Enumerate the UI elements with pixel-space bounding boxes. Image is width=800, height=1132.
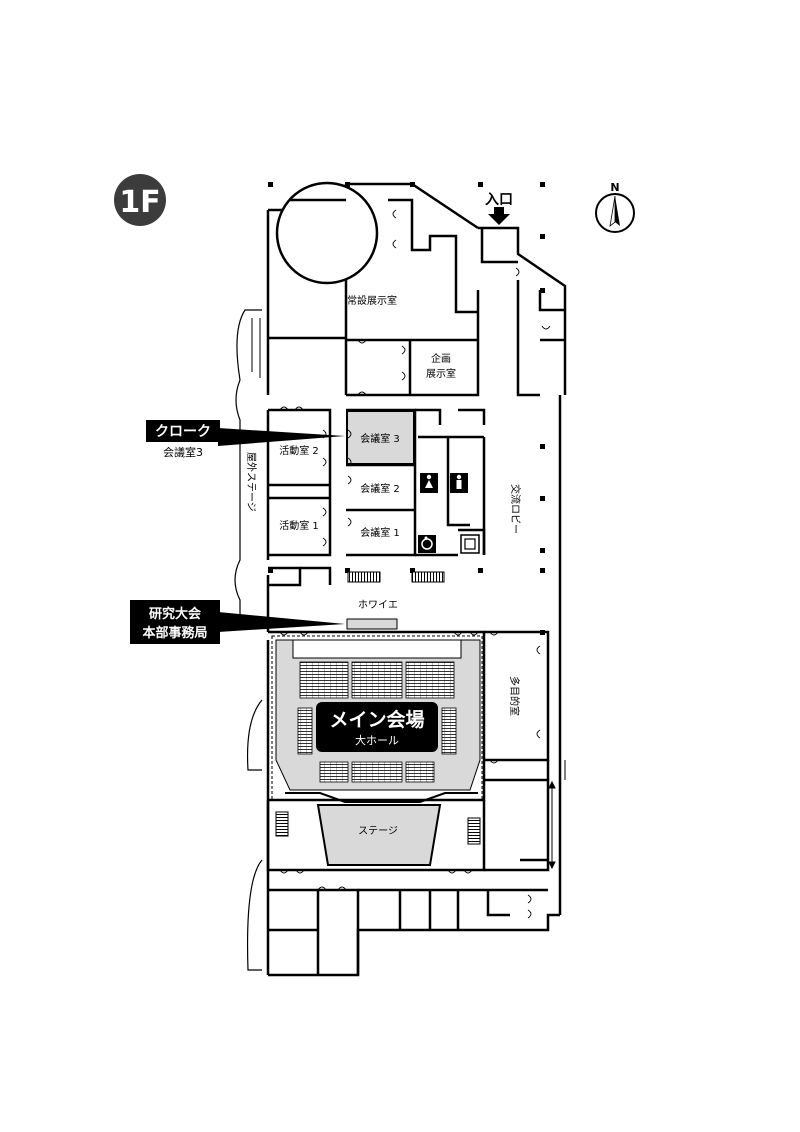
stage-area xyxy=(316,804,442,866)
callout-hq[interactable]: 研究大会 本部事務局 xyxy=(130,600,345,644)
callout-hq-line2: 本部事務局 xyxy=(142,625,207,641)
label-stage: ステージ xyxy=(358,826,398,837)
label-conference-3: 会議室 3 xyxy=(360,432,400,445)
label-outdoor-stage: 屋外ステージ xyxy=(245,452,257,512)
label-conference-2: 会議室 2 xyxy=(360,482,400,495)
dimension-marks xyxy=(548,760,566,870)
callout-hq-line1: 研究大会 xyxy=(149,606,202,622)
stair-west xyxy=(275,811,289,837)
hq-desk[interactable] xyxy=(346,618,398,630)
main-hall-subtitle: 大ホール xyxy=(355,733,399,747)
outdoor-stage-outline xyxy=(234,309,262,621)
label-special-exhibit-2: 展示室 xyxy=(426,367,456,380)
conference-room-3-highlight[interactable] xyxy=(346,410,415,465)
floor-badge: 1F xyxy=(114,174,166,226)
label-special-exhibit-1: 企画 xyxy=(431,352,451,365)
callout-cloak-title: クローク xyxy=(155,424,211,440)
stair-east xyxy=(467,817,481,845)
hall-seating xyxy=(297,661,457,783)
elevator-icon xyxy=(460,534,480,554)
accessible-restroom-icon xyxy=(418,535,436,553)
compass-label: N xyxy=(610,181,619,194)
rotunda xyxy=(275,181,379,285)
label-activity-2: 活動室 2 xyxy=(279,444,319,457)
main-hall-label-box[interactable]: メイン会場 大ホール xyxy=(316,702,438,752)
main-hall-title: メイン会場 xyxy=(329,708,424,731)
label-foyer: ホワイエ xyxy=(358,599,398,611)
north-compass-icon: N xyxy=(595,181,635,233)
room-labels: 常設展示室 企画 展示室 活動室 2 活動室 1 会議室 3 会議室 2 会議室… xyxy=(245,294,522,837)
floor-badge-label: 1F xyxy=(119,185,160,220)
label-conference-1: 会議室 1 xyxy=(360,526,400,539)
entrance-label: 入口 xyxy=(485,192,513,208)
callout-cloak-sub: 会議室3 xyxy=(163,445,203,459)
label-exchange-lobby: 交流ロビー xyxy=(509,484,522,534)
escalator-west xyxy=(347,571,381,583)
restroom-female-icon xyxy=(420,473,438,493)
restroom-male-icon xyxy=(450,473,468,493)
entrance-marker: 入口 xyxy=(485,192,513,225)
callout-cloak[interactable]: クローク 会議室3 xyxy=(146,420,345,459)
label-activity-1: 活動室 1 xyxy=(279,519,319,532)
label-permanent-exhibit: 常設展示室 xyxy=(347,294,397,307)
door-swings xyxy=(279,209,551,919)
entrance-arrow-icon xyxy=(488,207,510,225)
label-multipurpose: 多目的室 xyxy=(508,676,521,716)
escalator-east xyxy=(411,571,445,583)
